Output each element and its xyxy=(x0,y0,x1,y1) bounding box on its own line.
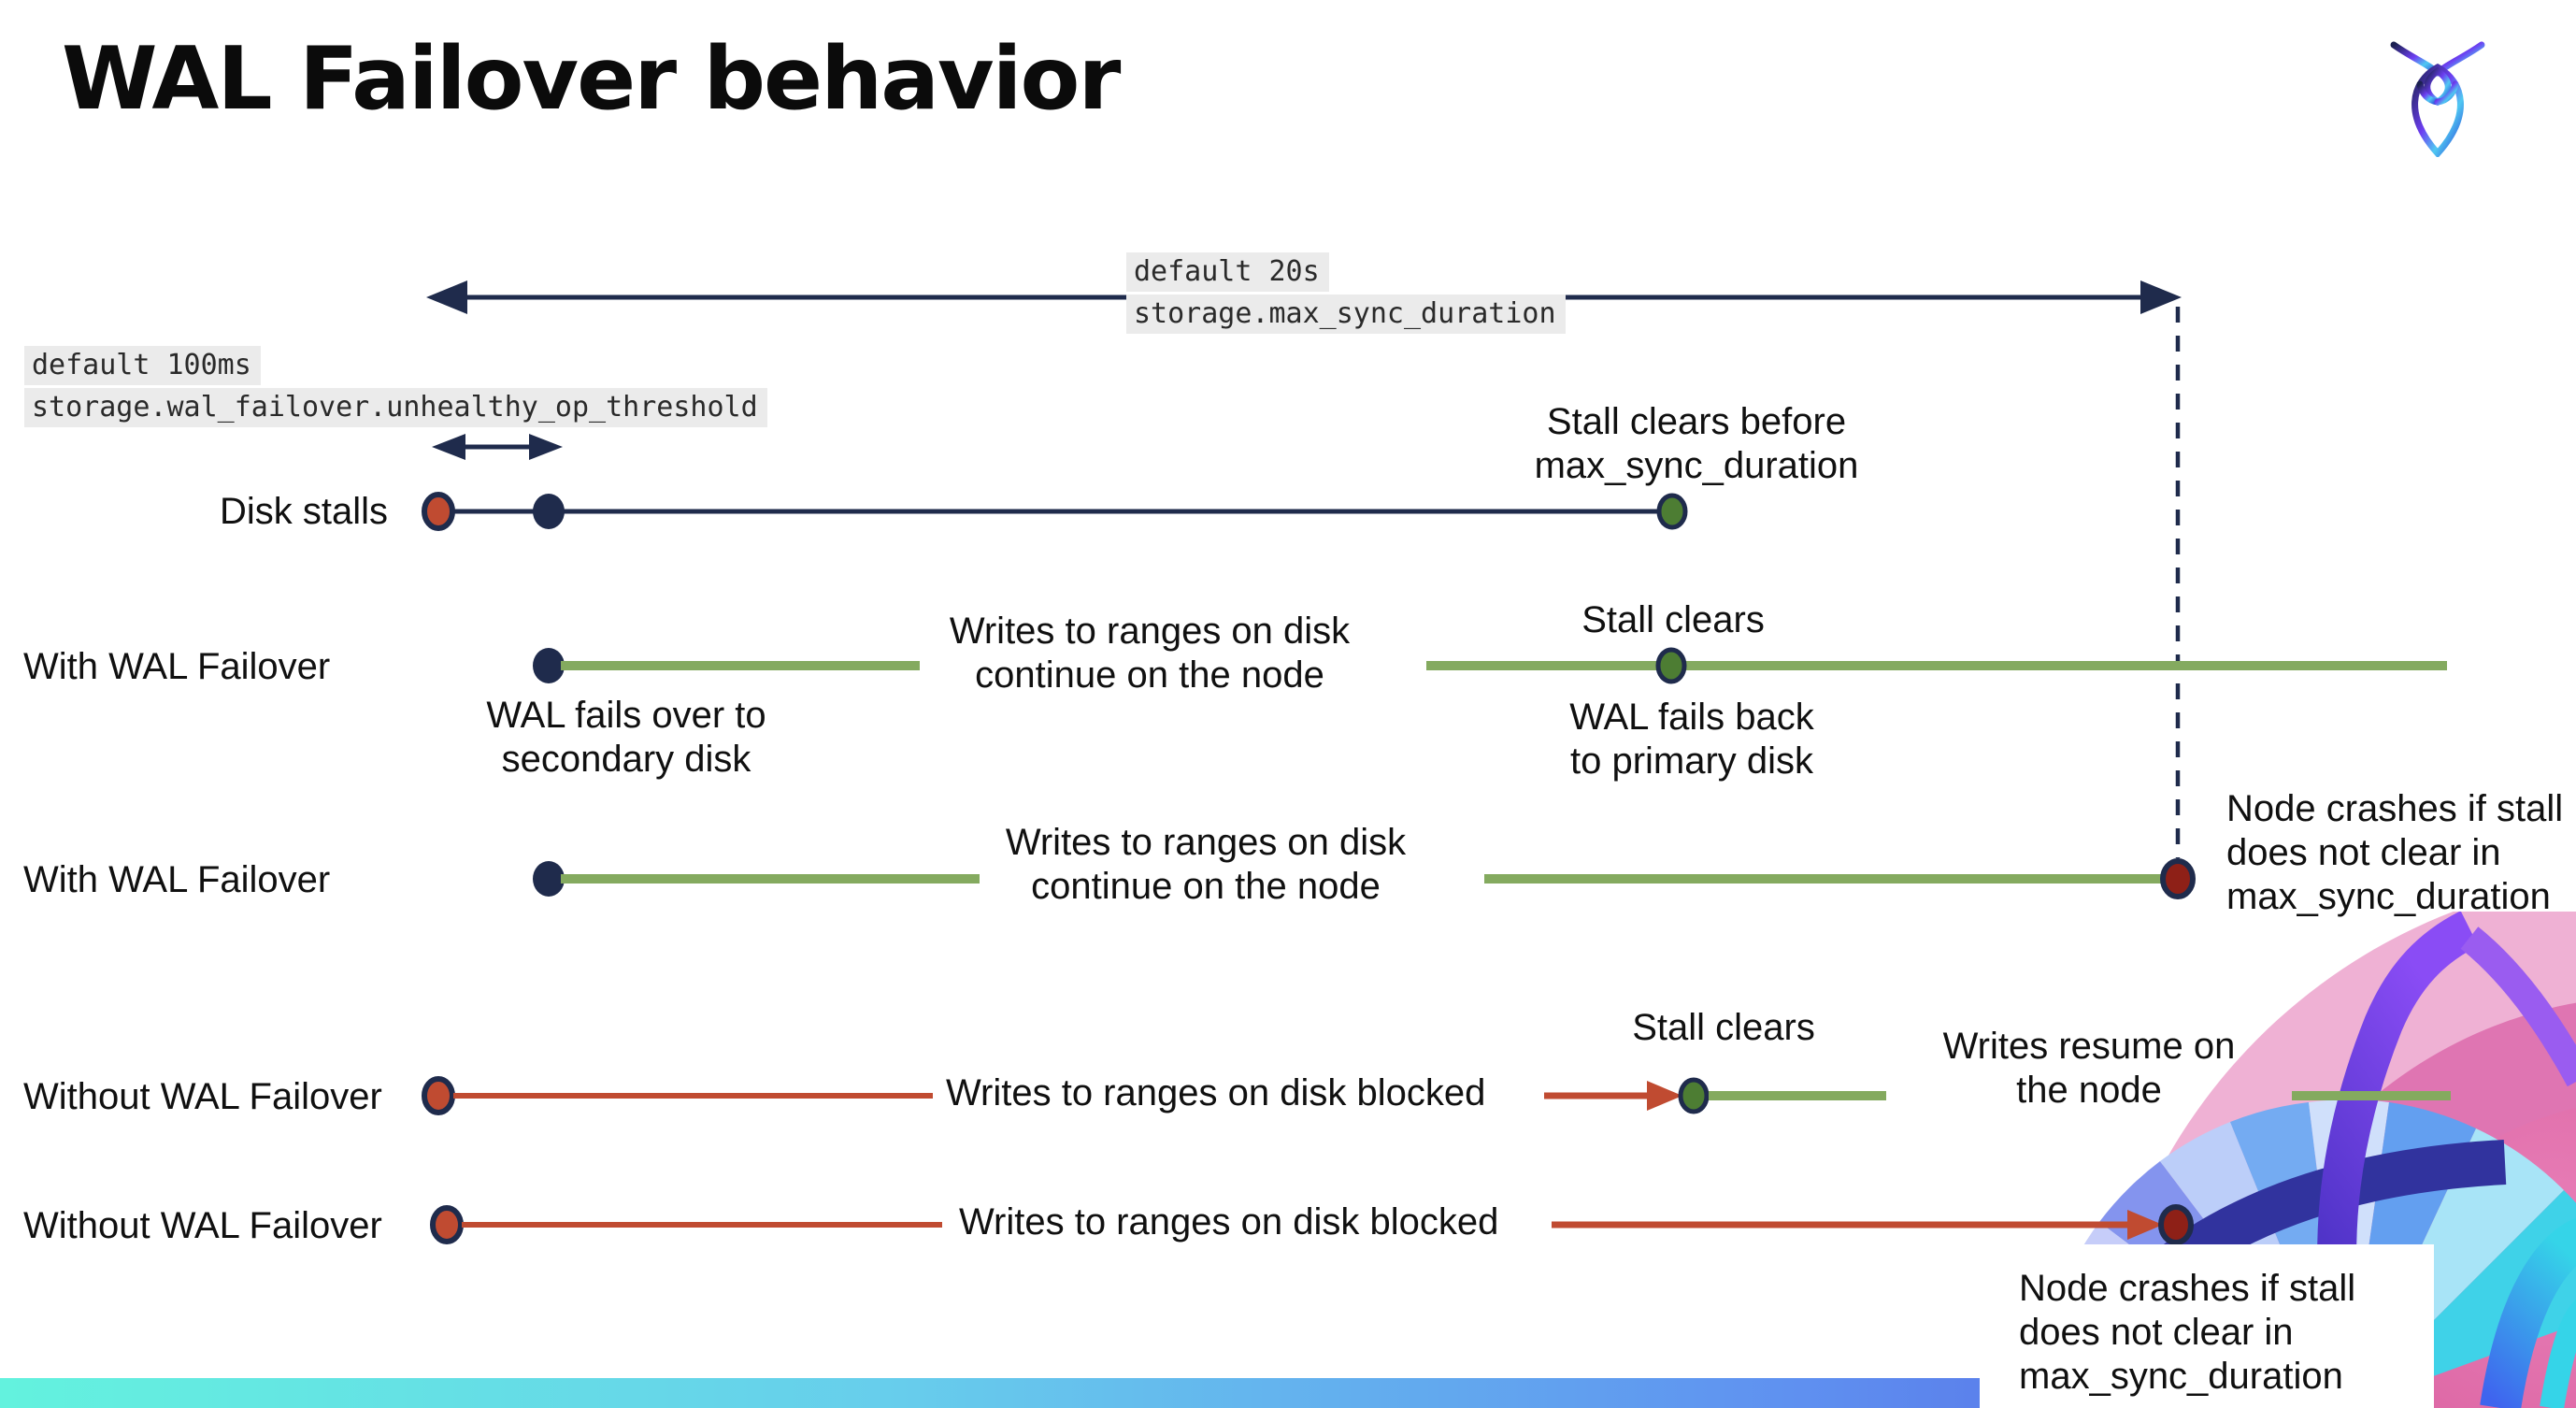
failover-dot xyxy=(533,648,565,683)
note-writes-blocked-2: Writes to ranges on disk blocked xyxy=(959,1201,1499,1243)
stall-clears-dot xyxy=(1655,647,1687,684)
stall-start-dot xyxy=(430,1205,464,1244)
row-disk-stalls xyxy=(422,492,1688,531)
max-sync-duration-label: default 20s storage.max_sync_duration xyxy=(1126,251,1566,338)
stall-start-dot xyxy=(422,492,455,531)
node-crash-dot xyxy=(2160,858,2196,899)
note-wal-fails-over: WAL fails over to secondary disk xyxy=(486,695,766,780)
note-node-crashes-1: Node crashes if stall does not clear in … xyxy=(2226,788,2564,917)
row-label-without-wal-1: Without WAL Failover xyxy=(23,1076,382,1117)
stall-start-dot xyxy=(422,1076,455,1115)
arrowhead-right xyxy=(2140,280,2182,314)
row-with-wal-failover-1 xyxy=(533,647,2447,684)
unhealthy-op-threshold-arrow xyxy=(432,434,563,460)
max-sync-default: default 20s xyxy=(1126,252,1329,292)
arrowhead-right xyxy=(529,434,563,460)
note-writes-continue-2: Writes to ranges on disk continue on the… xyxy=(1005,822,1407,907)
stall-clears-dot xyxy=(1678,1077,1710,1114)
unhealthy-op-threshold-label: default 100ms storage.wal_failover.unhea… xyxy=(24,344,767,432)
arrowhead-left xyxy=(432,434,465,460)
page-title: WAL Failover behavior xyxy=(62,28,1121,129)
cockroach-logo-icon xyxy=(2390,41,2485,157)
row-label-with-wal-2: With WAL Failover xyxy=(23,859,331,900)
note-stall-clears-2: Stall clears xyxy=(1632,1007,1815,1048)
note-writes-resume: Writes resume on the node xyxy=(1942,1026,2236,1111)
note-stall-clears-1: Stall clears xyxy=(1581,599,1765,640)
stall-clears-dot xyxy=(1656,493,1688,530)
row-with-wal-failover-2 xyxy=(533,858,2196,899)
unhealthy-op-default: default 100ms xyxy=(24,346,261,385)
threshold-dot xyxy=(533,494,565,529)
failover-dot xyxy=(533,861,565,897)
note-stall-clears-before: Stall clears before max_sync_duration xyxy=(1534,401,1859,486)
max-sync-setting-name: storage.max_sync_duration xyxy=(1126,295,1566,334)
note-writes-continue-1: Writes to ranges on disk continue on the… xyxy=(949,611,1351,696)
row-label-with-wal-1: With WAL Failover xyxy=(23,646,331,687)
note-wal-fails-back: WAL fails back to primary disk xyxy=(1569,697,1814,782)
node-crash-dot xyxy=(2158,1204,2194,1245)
note-node-crashes-2: Node crashes if stall does not clear in … xyxy=(2019,1268,2356,1397)
unhealthy-op-setting-name: storage.wal_failover.unhealthy_op_thresh… xyxy=(24,388,767,427)
cockroach-logo-paths xyxy=(2390,41,2485,157)
row-label-without-wal-2: Without WAL Failover xyxy=(23,1205,382,1246)
row-label-disk-stalls: Disk stalls xyxy=(219,491,388,532)
row-without-wal-failover-1 xyxy=(422,1076,2451,1115)
arrowhead-left xyxy=(426,280,467,314)
node-crash-callout-box: Node crashes if stall does not clear in … xyxy=(1980,1244,2434,1408)
row-without-wal-failover-2 xyxy=(430,1204,2194,1245)
arrowhead-right xyxy=(2127,1210,2163,1240)
note-writes-blocked-1: Writes to ranges on disk blocked xyxy=(946,1072,1486,1113)
arrowhead-right xyxy=(1647,1081,1682,1111)
